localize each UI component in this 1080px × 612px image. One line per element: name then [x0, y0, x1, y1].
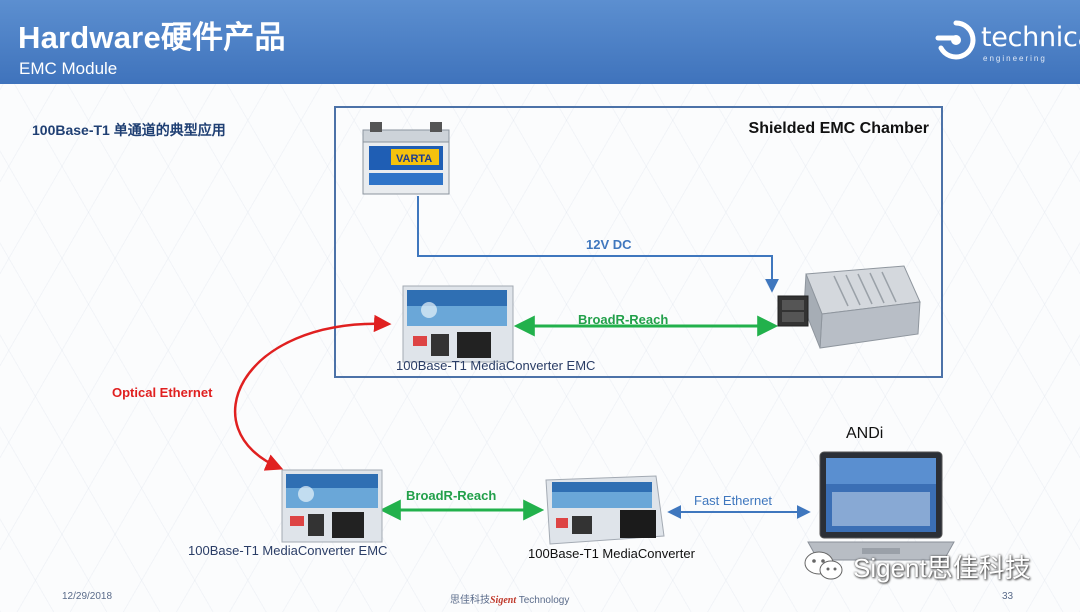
optical-ethernet-line — [235, 324, 388, 468]
converter-device — [542, 474, 668, 546]
wechat-icon — [803, 549, 845, 583]
converter-emc-bottom-caption: 100Base-T1 MediaConverter EMC — [188, 543, 387, 558]
converter-caption: 100Base-T1 MediaConverter — [528, 546, 695, 561]
footer-page-number: 33 — [1002, 591, 1013, 602]
watermark-text: Sigent思佳科技 — [853, 548, 1031, 585]
ecu-device — [772, 262, 924, 354]
broadr-reach-top-label: BroadR-Reach — [578, 312, 668, 327]
fast-ethernet-label: Fast Ethernet — [694, 493, 772, 508]
footer-center-brand: Sigent — [490, 595, 516, 606]
converter-emc-top-caption: 100Base-T1 MediaConverter EMC — [396, 358, 595, 373]
footer-center-cn: 思佳科技 — [450, 595, 490, 606]
converter-emc-bottom-device — [278, 466, 388, 544]
battery-device: VARTA — [360, 118, 452, 198]
optical-ethernet-label: Optical Ethernet — [112, 385, 212, 400]
converter-emc-top-device — [399, 280, 519, 364]
power-label: 12V DC — [586, 237, 632, 252]
footer-date: 12/29/2018 — [62, 591, 112, 602]
footer-center-suffix: Technology — [516, 595, 569, 606]
battery-brand: VARTA — [396, 153, 432, 165]
broadr-reach-bottom-label: BroadR-Reach — [406, 488, 496, 503]
laptop-label: ANDi — [846, 425, 883, 443]
footer-center: 思佳科技Sigent Technology — [450, 591, 569, 606]
wechat-watermark: Sigent思佳科技 — [803, 546, 1031, 586]
